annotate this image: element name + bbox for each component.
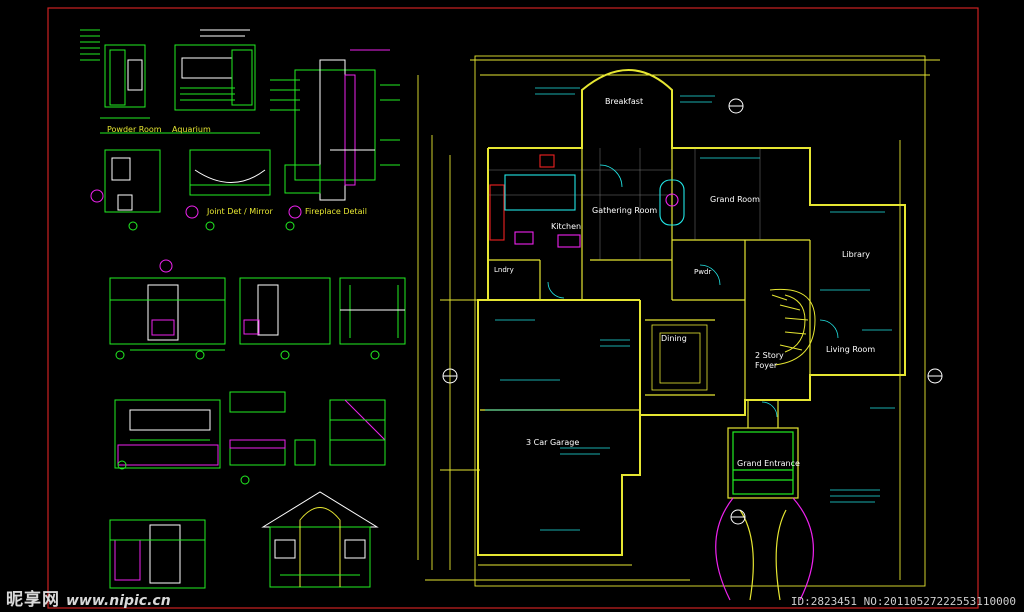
door-swings: [547, 164, 839, 418]
grand-entrance: [715, 400, 815, 601]
kitchen-fixtures: [489, 154, 685, 248]
detail-joint-mirror: [90, 149, 302, 231]
detail-aquarium: [100, 29, 260, 134]
label-powder-room: Powder Room: [107, 125, 162, 134]
detail-powder-room: [80, 29, 150, 119]
annotation-leaders: [485, 87, 895, 531]
detail-house-elevations: [109, 491, 379, 589]
watermark-url: www.nipic.cn: [66, 593, 171, 609]
room-label-library: Library: [842, 250, 870, 259]
floor-grid: [488, 148, 761, 260]
room-label-gathering-room: Gathering Room: [592, 206, 658, 215]
detail-cabinet-elevations: [114, 391, 386, 485]
staircase: [769, 288, 816, 366]
room-label-pwdr: Pwdr: [694, 268, 712, 276]
label-joint-det-mirror: Joint Det / Mirror: [207, 207, 273, 216]
drawing-frame: [47, 7, 979, 609]
room-label-breakfast: Breakfast: [605, 97, 644, 106]
label-aquarium: Aquarium: [172, 125, 211, 134]
interior-walls: [480, 148, 811, 411]
image-id-footer: ID:2823451 NO:20110527222553110000: [790, 595, 1016, 608]
room-label-dining: Dining: [661, 334, 687, 343]
exterior-walls: [477, 69, 906, 556]
room-label-garage: 3 Car Garage: [526, 438, 580, 447]
room-label-grand-entrance: Grand Entrance: [737, 459, 800, 468]
watermark: 昵享网 www.nipic.cn: [6, 585, 171, 610]
label-fireplace-detail: Fireplace Detail: [305, 207, 367, 216]
room-label-grand-room: Grand Room: [710, 195, 760, 204]
detail-elevations-row2: [109, 259, 406, 360]
room-label-living-room: Living Room: [826, 345, 876, 354]
detail-fireplace-elevation: [270, 49, 400, 201]
dimension-lines: [417, 55, 940, 587]
room-label-two-story-1: 2 Story: [755, 351, 784, 360]
room-label-kitchen: Kitchen: [551, 222, 582, 231]
section-markers: [442, 98, 943, 525]
watermark-brand: 昵享网: [6, 590, 60, 610]
room-label-two-story-2: Foyer: [755, 361, 778, 370]
room-label-laundry: Lndry: [494, 266, 514, 274]
